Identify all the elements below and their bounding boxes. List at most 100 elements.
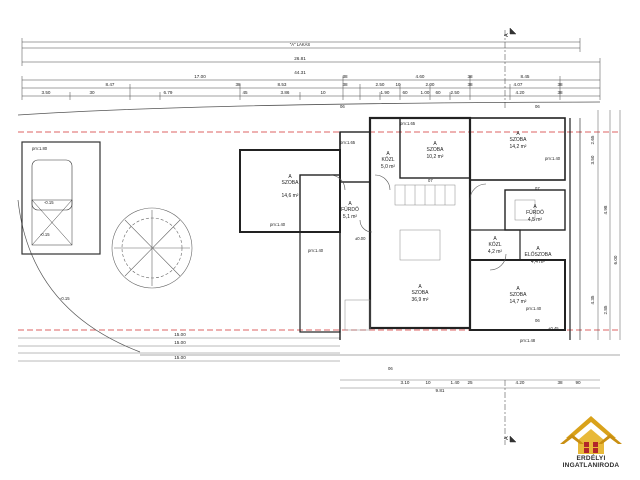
dim-r1-0: 17.00 (194, 74, 206, 79)
level-2: -0.15 (60, 296, 70, 301)
dim-r3-12: 38 (557, 90, 563, 95)
dim-r3-5: 10 (320, 90, 326, 95)
dim-r2-2: 8.53 (278, 82, 287, 87)
overall-width: 44.31 (294, 70, 306, 75)
door-swings (329, 174, 507, 271)
dim-b-5: 1.40 (451, 380, 460, 385)
pm-1: pm:1.40 (270, 222, 286, 227)
dim-r3-3: 45 (242, 90, 248, 95)
marker-2: 07 (428, 178, 433, 183)
dim-right-3: 4.35 (590, 295, 595, 304)
marker-3: 07 (535, 186, 540, 191)
level-1: -0.15 (40, 232, 50, 237)
pm-4: pm:1.65 (400, 121, 416, 126)
dim-r2-5: 10 (395, 82, 401, 87)
dim-right-2: 4.98 (603, 205, 608, 214)
dim-right-4: 6.00 (613, 255, 618, 264)
dim-r3-9: 60 (435, 90, 441, 95)
agency-logo (560, 416, 622, 454)
pm-6: pm:1.40 (526, 306, 542, 311)
room-3-area: 10,2 m² (427, 154, 444, 160)
dim-b-7: 4.20 (516, 380, 525, 385)
room-6-area: 4,2 m² (488, 249, 503, 255)
level-3: ±0.00 (355, 236, 366, 241)
dim-r1-4: 8.45 (521, 74, 530, 79)
dim-r3-7: 60 (402, 90, 408, 95)
section-label-top: A (504, 33, 510, 37)
room-5-area: 4,5 m² (528, 217, 543, 223)
right-dimensions (597, 110, 621, 340)
dim-right-0: 2.65 (590, 135, 595, 144)
marker-1: 06 (388, 366, 393, 371)
pm-3: pm:1.65 (340, 140, 356, 145)
dim-b-4: 10 (425, 380, 431, 385)
dim-r3-11: 4.20 (516, 90, 525, 95)
room-4-area: 14,2 m² (510, 144, 527, 150)
tree-symbol (111, 207, 193, 289)
pm-0: pm:1.80 (32, 146, 48, 151)
dim-right-1: 3.50 (590, 155, 595, 164)
room-7-area: 4,4 m² (531, 259, 546, 265)
dim-right-5: 2.85 (603, 305, 608, 314)
room-8-area: 36,9 m² (412, 297, 429, 303)
dim-r3-4: 3.86 (281, 90, 290, 95)
dim-b-10: 9.81 (436, 388, 445, 393)
dim-r1-3: 38 (467, 74, 473, 79)
building-walls (239, 116, 581, 340)
dim-r1-1: 38 (342, 74, 348, 79)
dim-r3-10: 2.50 (451, 90, 460, 95)
pm-2: pm:1.40 (308, 248, 324, 253)
section-label-bottom: A (504, 436, 510, 440)
dim-r3-1: 30 (89, 90, 95, 95)
dim-r3-6: 1.90 (381, 90, 390, 95)
interior-fixtures (344, 184, 536, 331)
marker-0: 06 (535, 104, 540, 109)
dim-r2-9: 38 (557, 82, 563, 87)
dim-r1-2: 4.60 (416, 74, 425, 79)
marker-4: 06 (535, 318, 540, 323)
dim-r2-0: 8.47 (106, 82, 115, 87)
dim-b-8: 38 (557, 380, 563, 385)
dim-r2-8: 4.07 (514, 82, 523, 87)
room-2-area: 5,0 m² (381, 164, 396, 170)
marker-5: 06 (340, 104, 345, 109)
level-0: -0.15 (44, 200, 54, 205)
level-4: +0.45 (548, 326, 559, 331)
dim-b-9: 90 (575, 380, 581, 385)
dim-b-3: 3.10 (401, 380, 410, 385)
dim-r2-3: 38 (342, 82, 348, 87)
total-width: 26.81 (294, 56, 306, 61)
pm-7: pm:1.48 (520, 338, 536, 343)
room-9-area: 14,7 m² (510, 299, 527, 305)
room-0-area: 14,6 m² (282, 193, 299, 199)
dim-b-2: 15.00 (174, 355, 186, 360)
garage-area (21, 141, 101, 255)
section-line (504, 27, 517, 445)
pm-5: pm:1.40 (545, 156, 561, 161)
room-1-area: 5,1 m² (343, 214, 358, 220)
agency-logo-text: ERDÉLYI INGATLANIRODA (562, 455, 620, 469)
dim-r3-2: 6.79 (164, 90, 173, 95)
dim-r2-4: 2.50 (376, 82, 385, 87)
dim-r3-8: 1.00 (421, 90, 430, 95)
site-boundary (17, 101, 620, 389)
dim-r2-1: 38 (235, 82, 241, 87)
dim-r3-0: 3.50 (42, 90, 51, 95)
dim-r2-6: 2.00 (426, 82, 435, 87)
dim-b-0: 15.00 (174, 332, 186, 337)
dim-b-6: 25 (467, 380, 473, 385)
dim-r2-7: 38 (467, 82, 473, 87)
dimension-chains (21, 38, 601, 100)
